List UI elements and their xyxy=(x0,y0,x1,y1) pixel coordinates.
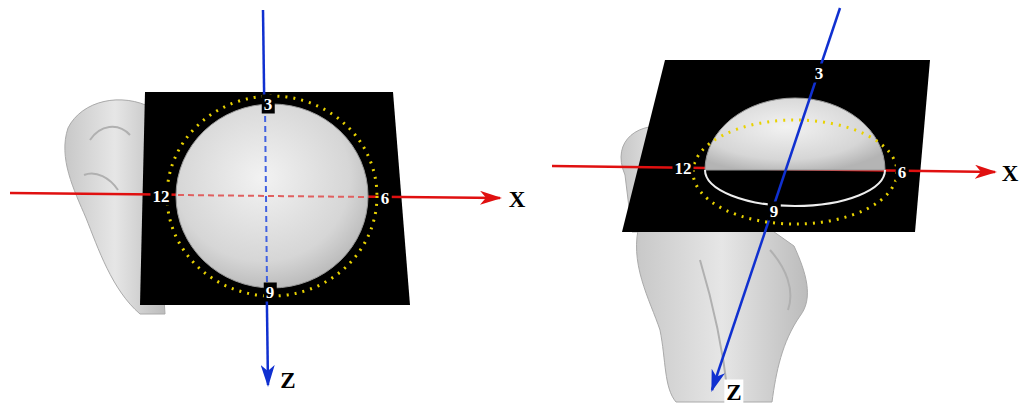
clock-dots xyxy=(693,120,897,224)
humeral-head xyxy=(176,104,368,288)
cut-rim xyxy=(705,170,885,206)
clock-dots xyxy=(167,96,377,296)
axis-label: X xyxy=(507,187,528,212)
axis-label: Z xyxy=(278,368,297,393)
clock-number: 12 xyxy=(151,187,172,206)
clock-number: 3 xyxy=(262,95,275,114)
clock-number: 12 xyxy=(673,159,694,178)
cutting-plane xyxy=(140,92,410,305)
clock-number: 6 xyxy=(379,189,392,208)
cutting-plane xyxy=(622,60,930,232)
humeral-head xyxy=(705,98,885,170)
z-axis xyxy=(712,8,840,390)
z-axis-hidden xyxy=(265,106,267,286)
x-axis-hidden xyxy=(178,195,366,197)
bone-detail xyxy=(700,250,790,395)
clock-number: 6 xyxy=(896,163,909,182)
axis-label: X xyxy=(1000,161,1021,186)
clock-number: 3 xyxy=(813,64,826,83)
bone-shaft xyxy=(637,222,808,402)
axis-label: Z xyxy=(724,380,743,405)
clock-number: 9 xyxy=(264,283,277,302)
clock-number: 9 xyxy=(768,202,781,221)
bone-detail xyxy=(84,127,130,190)
